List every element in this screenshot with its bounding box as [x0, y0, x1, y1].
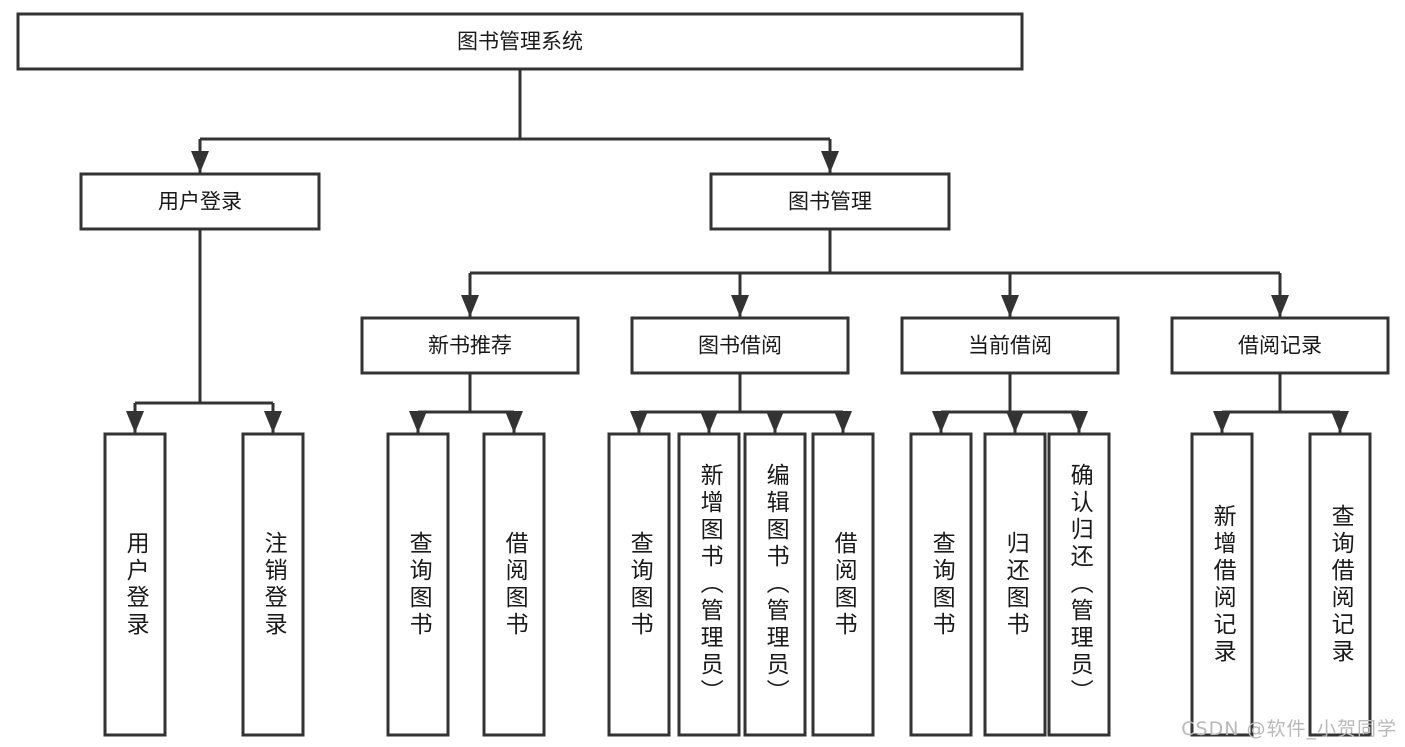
node-box-new-book-recommend[interactable]	[360, 316, 580, 375]
node-box-leaf-add-book[interactable]	[677, 432, 741, 737]
arrow-head-icon-leaf-user-login	[126, 411, 144, 433]
arrow-head-icon-leaf-borrow-book-1	[505, 411, 523, 433]
arrow-head-icon-leaf-borrow-book-2	[834, 411, 852, 433]
arrow-head-icon-leaf-query-book-1	[409, 411, 427, 433]
arrow-head-icon-leaf-add-book	[700, 411, 718, 433]
node-box-user-login[interactable]	[79, 172, 321, 231]
node-box-leaf-query-book-3[interactable]	[909, 432, 973, 737]
node-box-root[interactable]	[16, 12, 1024, 71]
arrow-head-icon-leaf-query-book-2	[630, 411, 648, 433]
node-box-borrow-record[interactable]	[1170, 316, 1390, 375]
arrow-head-icon-leaf-user-logout	[264, 411, 282, 433]
arrow-head-icon-leaf-add-record	[1213, 411, 1231, 433]
node-box-book-borrow[interactable]	[630, 316, 850, 375]
node-box-leaf-user-login[interactable]	[103, 432, 167, 737]
node-box-leaf-borrow-book-1[interactable]	[482, 432, 546, 737]
arrow-head-icon-leaf-return-book	[1006, 411, 1024, 433]
arrow-head-icon-new-book-recommend	[461, 295, 479, 317]
node-label-root: 图书管理系统	[457, 30, 583, 54]
node-box-leaf-add-record[interactable]	[1190, 432, 1254, 737]
arrow-head-icon-book-manage	[821, 151, 839, 173]
node-label-new-book-recommend: 新书推荐	[428, 334, 512, 358]
arrow-head-icon-leaf-query-record	[1331, 411, 1349, 433]
node-label-current-borrow: 当前借阅	[968, 334, 1052, 358]
arrow-head-icon-user-login	[191, 151, 209, 173]
node-box-leaf-edit-book[interactable]	[743, 432, 807, 737]
arrow-head-icon-leaf-confirm-return	[1070, 411, 1088, 433]
node-box-leaf-return-book[interactable]	[983, 432, 1047, 737]
node-box-current-borrow[interactable]	[900, 316, 1120, 375]
node-box-leaf-borrow-book-2[interactable]	[811, 432, 875, 737]
arrow-head-icon-borrow-record	[1271, 295, 1289, 317]
node-label-book-borrow: 图书借阅	[698, 334, 782, 358]
arrow-head-icon-leaf-query-book-3	[932, 411, 950, 433]
arrow-head-icon-current-borrow	[1001, 295, 1019, 317]
node-box-leaf-query-book-1[interactable]	[386, 432, 450, 737]
node-box-leaf-user-logout[interactable]	[241, 432, 305, 737]
node-label-user-login: 用户登录	[158, 190, 242, 214]
watermark-text: CSDN @软件_小贺同学	[1181, 718, 1397, 740]
node-label-borrow-record: 借阅记录	[1238, 334, 1322, 358]
arrow-head-icon-book-borrow	[731, 295, 749, 317]
node-label-book-manage: 图书管理	[788, 190, 872, 214]
node-box-book-manage[interactable]	[709, 172, 951, 231]
arrow-head-icon-leaf-edit-book	[766, 411, 784, 433]
node-box-leaf-query-record[interactable]	[1308, 432, 1372, 737]
node-box-leaf-query-book-2[interactable]	[607, 432, 671, 737]
node-box-leaf-confirm-return[interactable]	[1047, 432, 1111, 737]
connectors-layer	[126, 69, 1349, 433]
